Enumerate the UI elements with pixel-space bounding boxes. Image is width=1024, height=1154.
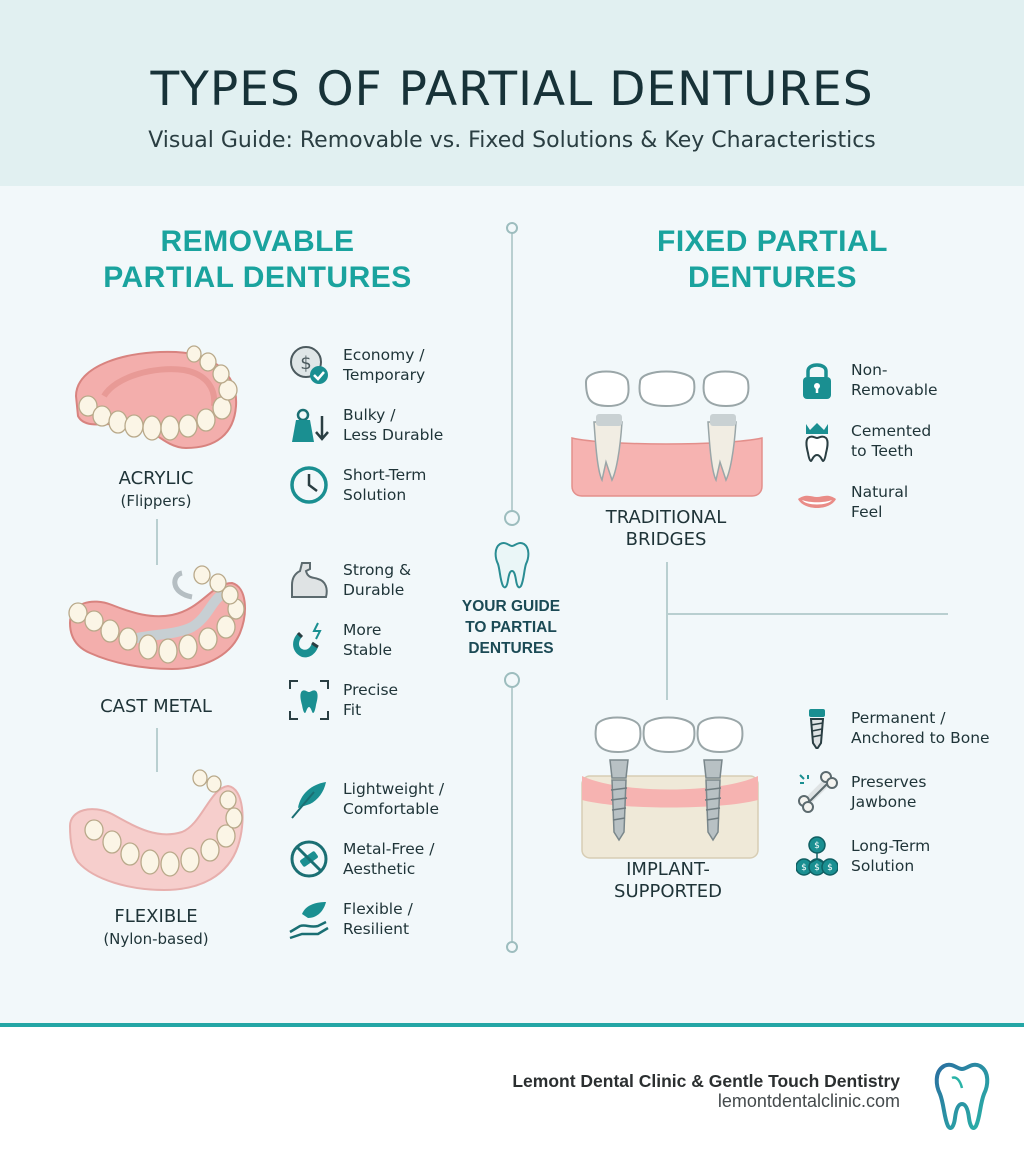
feature-precise-text: Precise Fit — [343, 681, 399, 719]
implant-screw-icon — [796, 707, 838, 749]
feature-bulky-text: Bulky / Less Durable — [343, 406, 444, 444]
crowned-tooth-icon — [796, 420, 838, 462]
flexible-subtitle: (Nylon-based) — [103, 930, 209, 948]
no-metal-icon — [288, 838, 330, 880]
flexible-title: FLEXIBLE — [114, 906, 198, 927]
weight-down-icon — [288, 404, 330, 446]
bone-icon — [796, 771, 838, 813]
feature-strong: Strong & Durable — [288, 559, 411, 601]
clock-icon — [288, 464, 330, 506]
cast-metal-label: CAST METAL — [76, 696, 236, 718]
feature-long-term-text: Long-Term Solution — [851, 837, 931, 875]
center-node-bottom — [506, 941, 518, 953]
svg-text:$: $ — [300, 353, 311, 374]
feature-permanent: Permanent / Anchored to Bone — [796, 707, 990, 749]
left-connector-1 — [156, 519, 158, 565]
feature-non-removable: Non- Removable — [796, 359, 938, 401]
lock-icon — [796, 359, 838, 401]
feature-cemented: Cemented to Teeth — [796, 420, 931, 462]
acrylic-denture-image — [66, 336, 246, 456]
feature-natural-feel-text: Natural Feel — [851, 483, 909, 521]
hand-leaf-icon — [288, 898, 330, 940]
magnet-icon — [288, 619, 330, 661]
feature-permanent-text: Permanent / Anchored to Bone — [851, 709, 990, 747]
feature-lightweight: Lightweight / Comfortable — [288, 778, 444, 820]
feature-flexible-text: Flexible / Resilient — [343, 900, 413, 938]
center-node-top — [506, 222, 518, 234]
feature-stable-text: More Stable — [343, 621, 393, 659]
feature-strong-text: Strong & Durable — [343, 561, 412, 599]
footer: Lemont Dental Clinic & Gentle Touch Dent… — [0, 1027, 1024, 1154]
center-divider-top — [511, 232, 513, 511]
page-subtitle: Visual Guide: Removable vs. Fixed Soluti… — [148, 128, 876, 153]
right-connector-horizontal — [666, 613, 948, 615]
acrylic-label: ACRYLIC (Flippers) — [76, 468, 236, 512]
svg-text:$: $ — [801, 863, 807, 873]
tooth-fit-icon — [288, 679, 330, 721]
tooth-logo-icon — [932, 1060, 992, 1132]
flexible-label: FLEXIBLE (Nylon-based) — [76, 906, 236, 950]
feather-icon — [288, 778, 330, 820]
feature-preserves-jawbone: Preserves Jawbone — [796, 771, 926, 813]
implant-supported-label: IMPLANT- SUPPORTED — [614, 859, 722, 902]
page-title: TYPES OF PARTIAL DENTURES — [150, 62, 874, 117]
cast-metal-title: CAST METAL — [100, 696, 212, 717]
feature-short-term: Short-Term Solution — [288, 464, 426, 506]
center-node-lower — [504, 672, 520, 688]
cast-metal-denture-image — [62, 553, 252, 678]
center-divider-bottom — [511, 688, 513, 942]
svg-text:$: $ — [814, 863, 820, 873]
tooth-icon — [492, 540, 532, 590]
right-connector-vertical — [666, 562, 668, 700]
center-node-upper — [504, 510, 520, 526]
feature-economy: $ Economy / Temporary — [288, 344, 425, 386]
smile-icon — [796, 481, 838, 523]
feature-precise: Precise Fit — [288, 679, 398, 721]
coins-icon: $ $ $ $ — [796, 835, 838, 877]
feature-preserves-jawbone-text: Preserves Jawbone — [851, 773, 927, 811]
traditional-bridge-image — [566, 362, 766, 502]
removable-section-title: REMOVABLE PARTIAL DENTURES — [103, 225, 412, 294]
feature-stable: More Stable — [288, 619, 392, 661]
footer-url[interactable]: lemontdentalclinic.com — [717, 1091, 900, 1111]
feature-long-term: $ $ $ $ Long-Term Solution — [796, 835, 930, 877]
footer-brand: Lemont Dental Clinic & Gentle Touch Dent… — [512, 1071, 900, 1091]
dollar-check-icon: $ — [288, 344, 330, 386]
svg-text:$: $ — [814, 841, 820, 851]
footer-divider — [0, 1023, 1024, 1027]
feature-flexible: Flexible / Resilient — [288, 898, 413, 940]
flexed-arm-icon — [288, 559, 330, 601]
feature-non-removable-text: Non- Removable — [851, 361, 938, 399]
flexible-denture-image — [64, 766, 248, 896]
header-banner: TYPES OF PARTIAL DENTURES Visual Guide: … — [0, 0, 1024, 186]
feature-metal-free: Metal-Free / Aesthetic — [288, 838, 434, 880]
feature-natural-feel: Natural Feel — [796, 481, 908, 523]
traditional-bridges-label: TRADITIONAL BRIDGES — [605, 507, 727, 550]
implant-bridge-image — [580, 710, 760, 860]
left-connector-2 — [156, 728, 158, 772]
feature-bulky: Bulky / Less Durable — [288, 404, 443, 446]
feature-economy-text: Economy / Temporary — [343, 346, 426, 384]
feature-short-term-text: Short-Term Solution — [343, 466, 427, 504]
center-guide-label: YOUR GUIDE TO PARTIAL DENTURES — [461, 598, 561, 657]
feature-cemented-text: Cemented to Teeth — [851, 422, 932, 460]
acrylic-subtitle: (Flippers) — [120, 492, 192, 510]
feature-lightweight-text: Lightweight / Comfortable — [343, 780, 445, 818]
fixed-section-title: FIXED PARTIAL DENTURES — [657, 225, 888, 294]
acrylic-title: ACRYLIC — [118, 468, 194, 489]
svg-text:$: $ — [827, 863, 833, 873]
feature-metal-free-text: Metal-Free / Aesthetic — [343, 840, 435, 878]
